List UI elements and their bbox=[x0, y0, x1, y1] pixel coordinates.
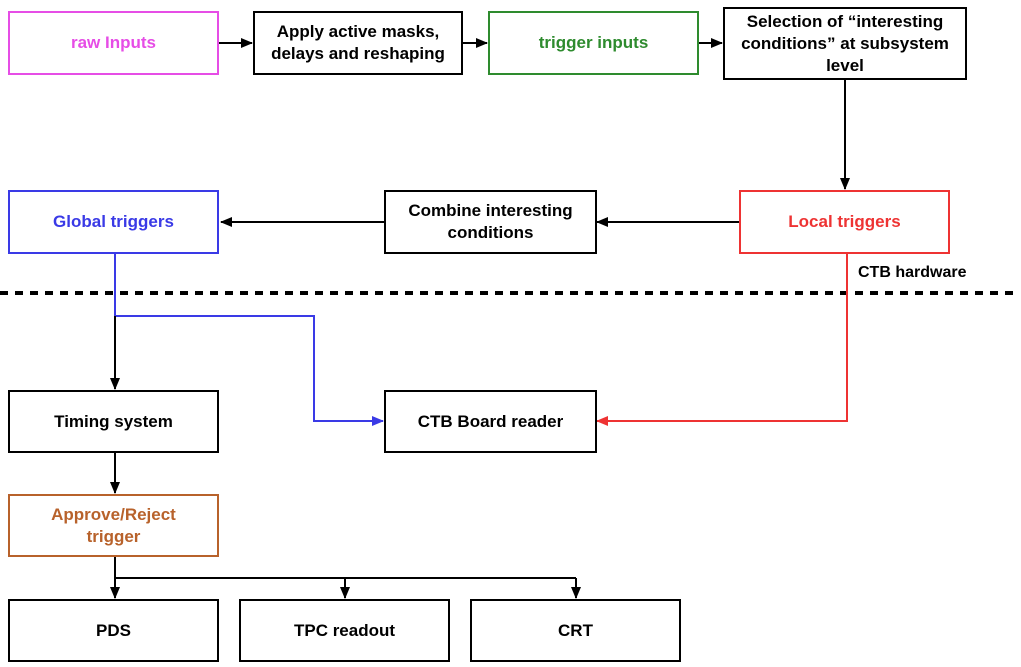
node-apply-masks: Apply active masks, delays and reshaping bbox=[253, 11, 463, 75]
node-trigger-inputs: trigger inputs bbox=[488, 11, 699, 75]
edge-local-to-ctb-reader bbox=[596, 253, 848, 426]
node-ctb-board-reader-label: CTB Board reader bbox=[417, 411, 564, 431]
node-global-triggers: Global triggers bbox=[8, 190, 219, 254]
node-apply-masks-label: Apply active masks, delays and reshaping bbox=[271, 22, 445, 63]
node-pds: PDS bbox=[8, 599, 219, 662]
node-global-triggers-label: Global triggers bbox=[53, 212, 174, 231]
node-timing-system: Timing system bbox=[8, 390, 219, 453]
node-crt-label: CRT bbox=[558, 620, 593, 640]
node-crt: CRT bbox=[470, 599, 681, 662]
ctb-hardware-label: CTB hardware bbox=[858, 264, 967, 281]
node-combine: Combine interesting conditions bbox=[384, 190, 597, 254]
node-pds-label: PDS bbox=[96, 620, 131, 640]
node-local-triggers-label: Local triggers bbox=[788, 212, 901, 231]
node-approve-reject: Approve/Reject trigger bbox=[8, 494, 219, 557]
node-approve-reject-label: Approve/Reject trigger bbox=[51, 504, 176, 546]
node-selection: Selection of “interesting conditions” at… bbox=[723, 7, 967, 80]
node-tpc-readout-label: TPC readout bbox=[293, 620, 396, 640]
node-combine-label: Combine interesting conditions bbox=[408, 201, 573, 242]
node-raw-inputs-label: raw Inputs bbox=[70, 33, 156, 52]
node-raw-inputs: raw Inputs bbox=[8, 11, 219, 75]
node-selection-label: Selection of “interesting conditions” at… bbox=[741, 11, 949, 75]
node-local-triggers: Local triggers bbox=[739, 190, 950, 254]
node-ctb-board-reader: CTB Board reader bbox=[384, 390, 597, 453]
node-trigger-inputs-label: trigger inputs bbox=[538, 33, 649, 52]
node-timing-system-label: Timing system bbox=[54, 411, 173, 431]
node-tpc-readout: TPC readout bbox=[239, 599, 450, 662]
edge-global-to-ctb-reader bbox=[114, 253, 384, 426]
